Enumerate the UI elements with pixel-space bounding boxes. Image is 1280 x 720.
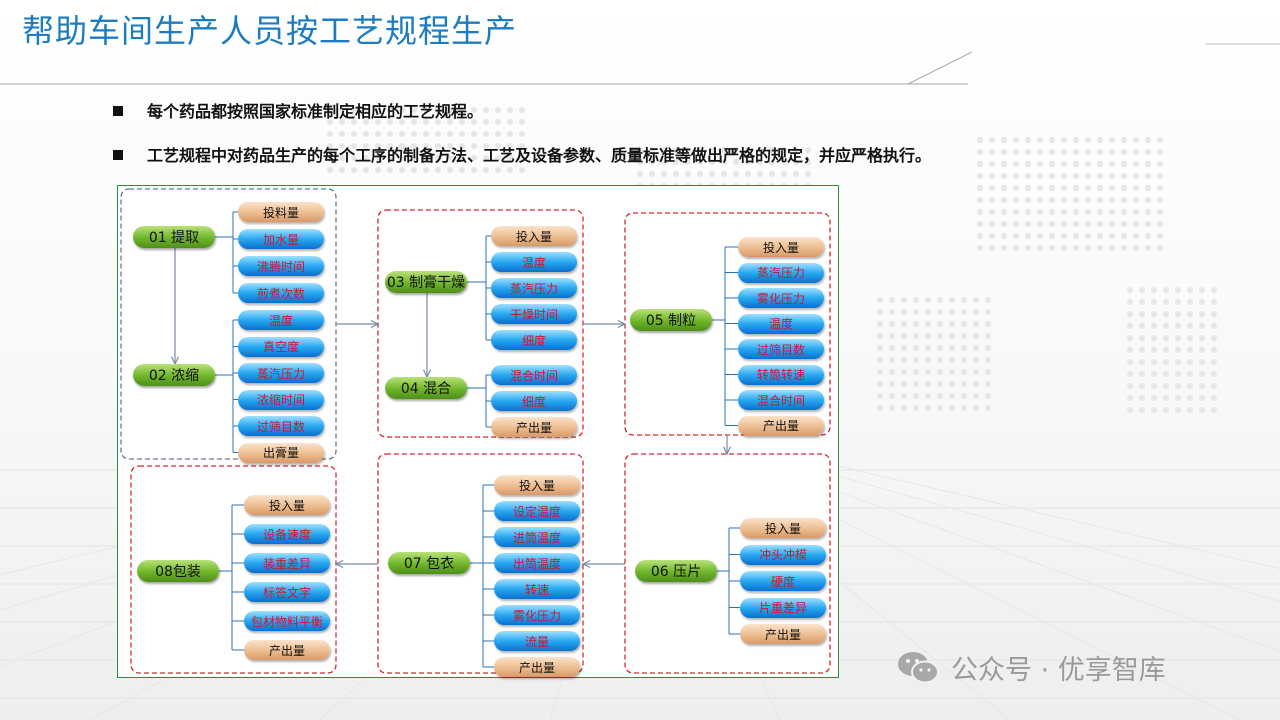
parameter-pill: 真空度	[238, 336, 324, 357]
process-flow-diagram	[120, 188, 831, 674]
parameter-pill: 产出量	[491, 417, 577, 437]
parameter-pill: 投入量	[244, 495, 330, 515]
process-step-01: 01 提取	[133, 226, 215, 248]
parameter-pill: 转速	[494, 579, 580, 599]
stage-group-frame	[130, 465, 337, 674]
parameter-pill: 细度	[491, 391, 577, 411]
parameter-pill: 过筛目数	[738, 339, 824, 359]
parameter-pill: 产出量	[738, 415, 824, 436]
parameter-pill: 设备速度	[244, 524, 330, 544]
parameter-pill: 转筒转速	[738, 364, 824, 385]
parameter-pill: 雾化压力	[494, 605, 580, 625]
page-title: 帮助车间生产人员按工艺规程生产	[22, 12, 518, 50]
parameter-pill: 混合时间	[491, 365, 577, 385]
parameter-pill: 产出量	[244, 640, 330, 660]
arrow-head-icon	[722, 446, 732, 456]
parameter-pill: 投入量	[740, 518, 826, 538]
parameter-pill: 蒸汽压力	[491, 278, 577, 298]
wechat-icon	[897, 649, 939, 685]
parameter-pill: 投入量	[738, 237, 824, 257]
parameter-pill: 投入量	[491, 226, 577, 246]
bullet-text: 每个药品都按照国家标准制定相应的工艺规程。	[147, 102, 484, 121]
parameter-pill: 蒸汽压力	[238, 363, 324, 383]
bullet-square-icon	[113, 150, 123, 160]
parameter-pill: 硬度	[740, 571, 826, 591]
process-step-04: 04 混合	[385, 377, 467, 399]
parameter-pill: 温度	[491, 252, 577, 272]
parameter-pill: 投料量	[238, 202, 324, 222]
bullet-square-icon	[113, 106, 123, 116]
parameter-pill: 出膏量	[238, 442, 324, 463]
parameter-pill: 温度	[238, 310, 324, 330]
parameter-pill: 干燥时间	[491, 304, 577, 324]
arrow-head-icon	[370, 319, 380, 329]
bullet-item: 每个药品都按照国家标准制定相应的工艺规程。	[113, 98, 483, 122]
parameter-pill: 浓缩时间	[238, 389, 324, 410]
parameter-pill: 包材物料平衡	[244, 611, 330, 631]
arrow-head-icon	[617, 319, 627, 329]
parameter-pill: 产出量	[740, 624, 826, 644]
parameter-pill: 煎煮次数	[238, 283, 324, 303]
parameter-pill: 混合时间	[738, 390, 824, 410]
parameter-pill: 片重差异	[740, 597, 826, 618]
parameter-pill: 冲头冲模	[740, 544, 826, 565]
parameter-pill: 标签文字	[244, 582, 330, 602]
process-step-05: 05 制粒	[630, 309, 712, 331]
parameter-pill: 投入量	[494, 475, 580, 495]
parameter-pill: 沸腾时间	[238, 256, 324, 276]
process-step-08: 08包装	[137, 560, 219, 582]
parameter-pill: 产出量	[494, 657, 580, 677]
watermark: 公众号 · 优享智库	[897, 646, 1166, 688]
parameter-pill: 温度	[738, 313, 824, 334]
process-step-07: 07 包衣	[388, 552, 470, 574]
parameter-pill: 蒸汽压力	[738, 262, 824, 283]
parameter-pill: 雾化压力	[738, 288, 824, 308]
process-step-02: 02 浓缩	[133, 364, 215, 386]
parameter-pill: 出筒温度	[494, 553, 580, 573]
arrow-head-icon	[334, 559, 344, 569]
process-step-06: 06 压片	[635, 560, 717, 582]
parameter-pill: 过筛目数	[238, 416, 324, 436]
parameter-pill: 细度	[491, 330, 577, 350]
parameter-pill: 流量	[494, 631, 580, 651]
bullet-text: 工艺规程中对药品生产的每个工序的制备方法、工艺及设备参数、质量标准等做出严格的规…	[147, 146, 932, 165]
parameter-pill: 进筒温度	[494, 527, 580, 547]
parameter-pill: 设定温度	[494, 501, 580, 521]
watermark-text: 公众号 · 优享智库	[951, 654, 1166, 686]
bullet-item: 工艺规程中对药品生产的每个工序的制备方法、工艺及设备参数、质量标准等做出严格的规…	[113, 142, 931, 166]
parameter-pill: 加水量	[238, 229, 324, 249]
parameter-pill: 装重差异	[244, 553, 330, 573]
process-step-03: 03 制膏干燥	[385, 271, 467, 293]
arrow-head-icon	[581, 559, 591, 569]
